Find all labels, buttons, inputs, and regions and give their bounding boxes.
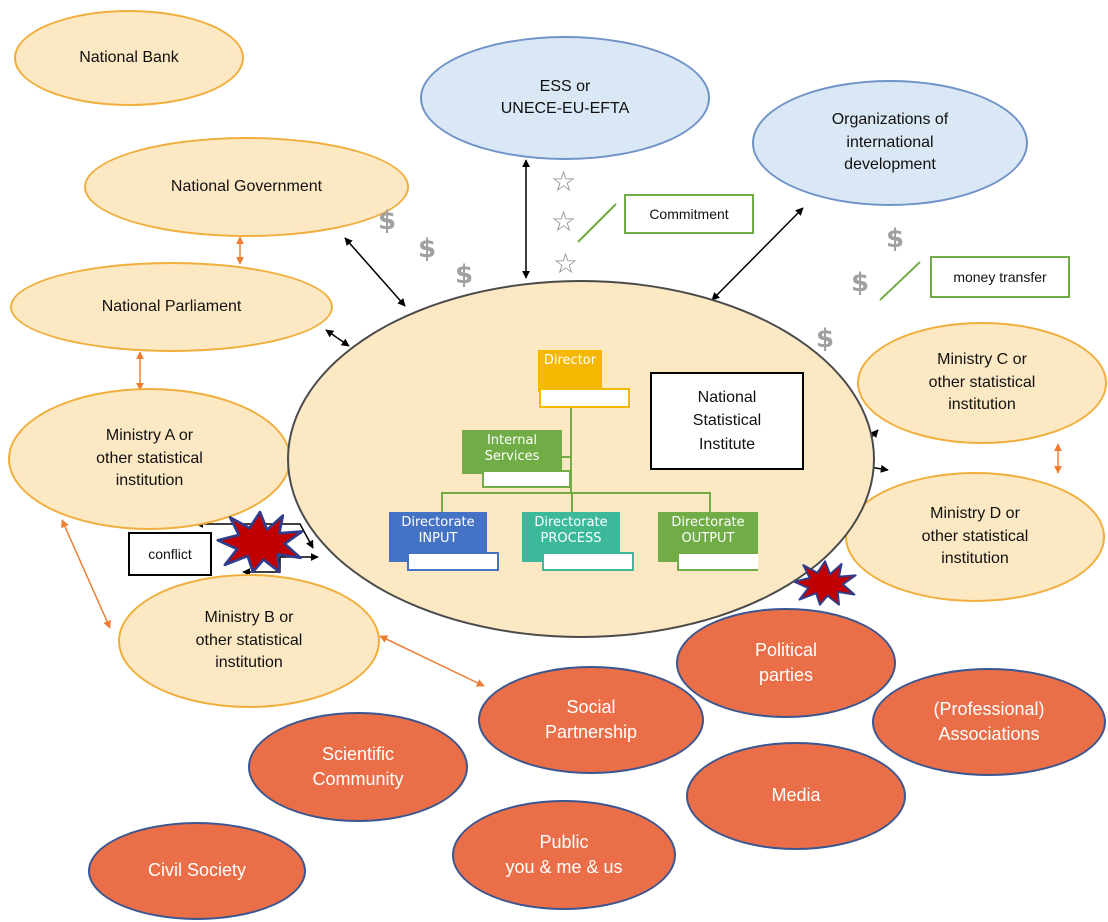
node-ess: ESS or UNECE-EU-EFTA — [420, 36, 710, 160]
conflict-explosion-icon — [216, 510, 304, 574]
node-ministry-d: Ministry D or other statistical institut… — [845, 472, 1105, 602]
dollar-sign: $ — [886, 224, 905, 254]
org-branch-input — [441, 492, 443, 512]
arrow-conflict-top — [195, 520, 314, 549]
node-public: Public you & me & us — [452, 800, 676, 910]
dollar-sign: $ — [851, 268, 870, 298]
org-internal-services: Internal Services — [462, 430, 562, 474]
star-icon: ☆ — [553, 247, 579, 280]
org-directorate-output: Directorate OUTPUT — [658, 512, 758, 562]
legend-conflict: conflict — [128, 532, 212, 576]
node-national-bank: National Bank — [14, 10, 244, 106]
org-director-sub — [539, 388, 630, 408]
org-horizontal-line — [441, 492, 711, 494]
org-directorate-output-sub — [677, 552, 758, 571]
node-political-parties: Political parties — [676, 608, 896, 718]
org-internal-services-link — [562, 456, 571, 458]
dollar-sign: $ — [418, 234, 437, 264]
node-media: Media — [686, 742, 906, 850]
node-scientific-community: Scientific Community — [248, 712, 468, 822]
star-icon: ☆ — [551, 205, 577, 238]
org-branch-output — [709, 492, 711, 512]
arrow-intl-dev-nsi — [711, 207, 804, 301]
node-civil-society: Civil Society — [88, 822, 306, 920]
org-internal-services-sub — [482, 470, 571, 488]
org-directorate-process-sub — [542, 552, 634, 571]
node-ministry-b: Ministry B or other statistical institut… — [118, 574, 380, 708]
arrow-ministry-a-ministry-b — [61, 519, 111, 629]
org-director: Director — [538, 350, 602, 392]
org-branch-process — [571, 492, 573, 512]
arrow-ministry-b-social-partnership — [379, 635, 485, 687]
dollar-sign: $ — [455, 260, 474, 290]
commitment-slash — [577, 203, 617, 243]
conflict-explosion-icon — [793, 560, 857, 606]
org-trunk-line — [570, 406, 572, 492]
money-transfer-slash — [879, 261, 921, 301]
legend-money-transfer: money transfer — [930, 256, 1070, 298]
legend-commitment: Commitment — [624, 194, 754, 234]
node-org-intl-dev: Organizations of international developme… — [752, 80, 1028, 206]
node-social-partnership: Social Partnership — [478, 666, 704, 774]
node-professional-associations: (Professional) Associations — [872, 668, 1106, 776]
dollar-sign: $ — [378, 206, 397, 236]
node-ministry-a: Ministry A or other statistical institut… — [8, 388, 291, 530]
arrow-government-nsi — [344, 237, 406, 307]
node-ministry-c: Ministry C or other statistical institut… — [857, 322, 1107, 444]
nsi-label: National Statistical Institute — [650, 372, 804, 470]
org-directorate-input-sub — [407, 552, 499, 571]
node-national-government: National Government — [84, 137, 409, 237]
dollar-sign: $ — [816, 324, 835, 354]
node-national-parliament: National Parliament — [10, 262, 333, 352]
arrow-parliament-nsi — [325, 329, 350, 347]
star-icon: ☆ — [551, 165, 577, 198]
